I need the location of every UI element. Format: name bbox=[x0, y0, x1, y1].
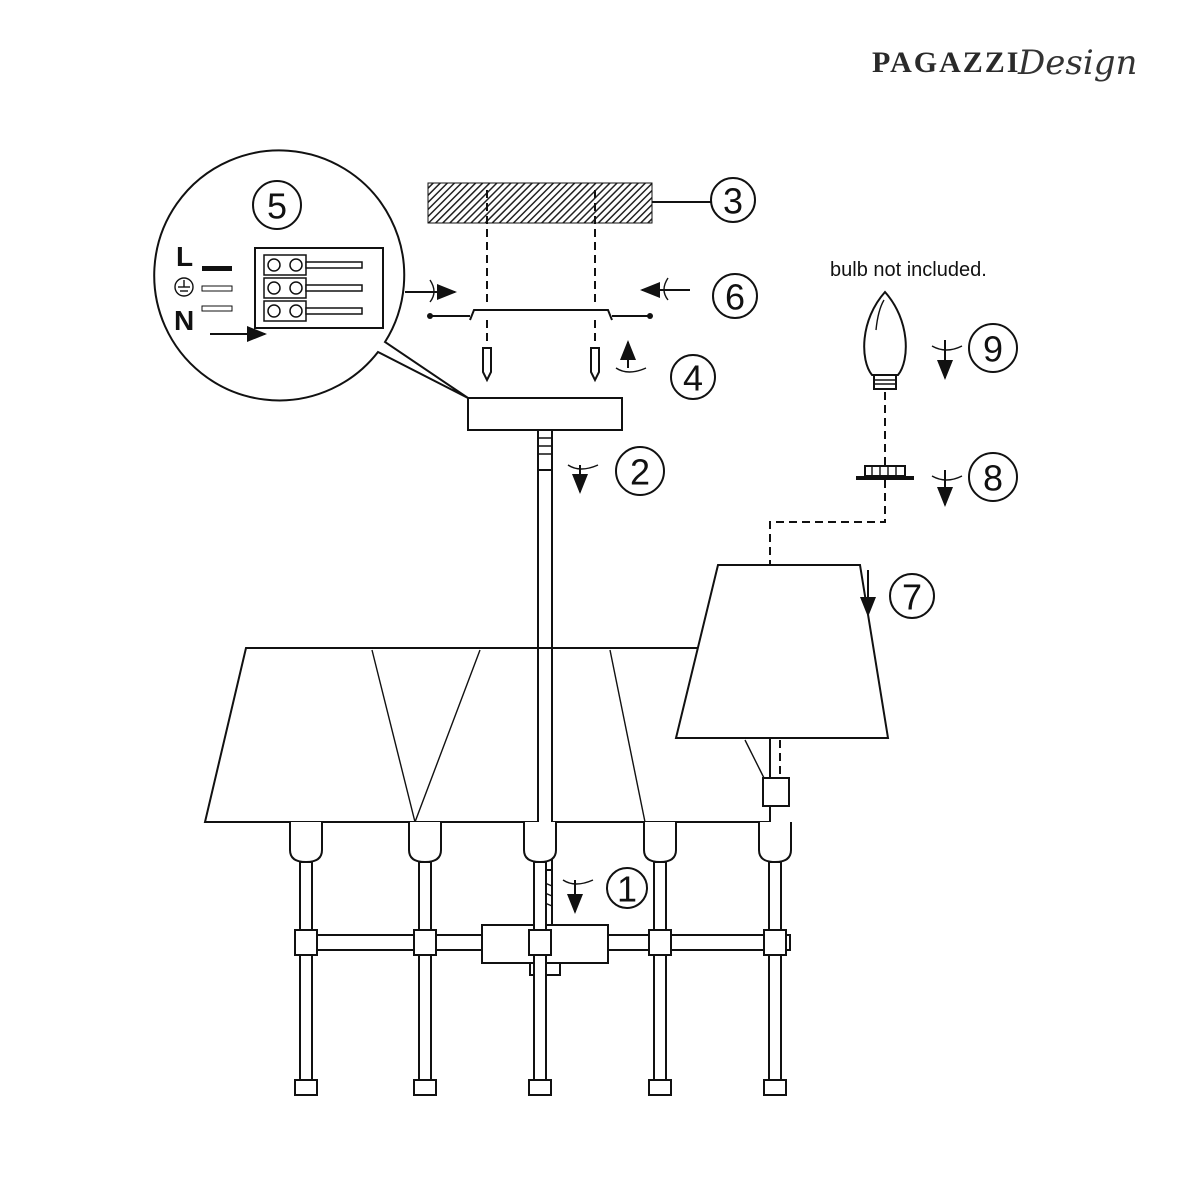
arm-1 bbox=[289, 822, 323, 1096]
ceiling bbox=[427, 182, 711, 305]
step-3-marker: 3 bbox=[710, 177, 756, 223]
step-6-marker: 6 bbox=[712, 273, 758, 319]
bulb-not-included-note: bulb not included. bbox=[830, 259, 987, 281]
wiring-detail: L N bbox=[153, 149, 469, 402]
arm-4 bbox=[643, 822, 677, 1096]
light-bulb: bulb not included. bbox=[830, 259, 987, 390]
chandelier-frame bbox=[289, 777, 792, 1096]
step-number: 9 bbox=[983, 329, 1003, 370]
single-lampshade bbox=[674, 564, 890, 778]
step-2-marker: 2 bbox=[615, 446, 665, 496]
canopy bbox=[467, 397, 623, 431]
logo-suffix-text: Design bbox=[1017, 43, 1137, 83]
neutral-label: N bbox=[174, 305, 194, 336]
step-4-marker: 4 bbox=[670, 354, 716, 400]
arm-5 bbox=[758, 822, 792, 1096]
step-number: 3 bbox=[723, 181, 743, 222]
arm-3 bbox=[523, 822, 557, 1096]
arm-2 bbox=[408, 822, 442, 1096]
step-number: 8 bbox=[983, 458, 1003, 499]
step-9-marker: 9 bbox=[968, 323, 1018, 373]
earth-icon bbox=[174, 277, 194, 297]
step-number: 6 bbox=[725, 277, 745, 318]
step-number: 1 bbox=[617, 869, 637, 910]
socket-ring bbox=[856, 465, 963, 507]
step-1-marker: 1 bbox=[606, 867, 648, 910]
assembly-path bbox=[769, 392, 886, 565]
brand-logo: PAGAZZI Design bbox=[872, 43, 1137, 83]
logo-brand-text: PAGAZZI bbox=[872, 46, 1020, 79]
step-number: 7 bbox=[902, 577, 922, 618]
step-8-marker: 8 bbox=[968, 452, 1018, 502]
step-7-marker: 7 bbox=[889, 573, 935, 619]
live-label: L bbox=[176, 241, 193, 272]
mounting-bracket bbox=[405, 277, 690, 383]
step-number: 4 bbox=[683, 358, 703, 399]
step-number: 2 bbox=[630, 452, 650, 493]
step-5-marker: 5 bbox=[252, 180, 302, 230]
step-markers: 1 2 3 4 5 6 7 8 9 bbox=[252, 177, 1018, 910]
step-number: 5 bbox=[267, 186, 287, 227]
